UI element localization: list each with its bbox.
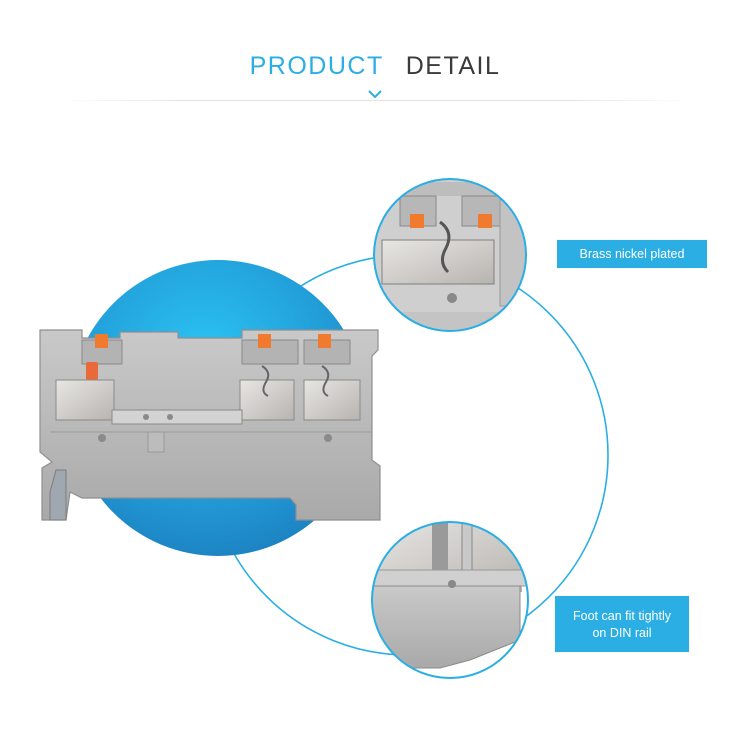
zoom-detail-contacts bbox=[373, 178, 527, 332]
callout-brass-plating: Brass nickel plated bbox=[557, 240, 707, 268]
callout-text: Brass nickel plated bbox=[579, 247, 685, 261]
callout-text-line-1: Foot can fit tightly bbox=[573, 609, 671, 623]
section-header: PRODUCT DETAIL bbox=[0, 0, 750, 110]
terminal-block bbox=[39, 329, 381, 521]
callout-text-line-2: on DIN rail bbox=[592, 626, 652, 640]
title-word-product: PRODUCT bbox=[249, 52, 384, 80]
title-divider bbox=[55, 100, 695, 101]
zoom-detail-foot bbox=[371, 521, 529, 679]
title-word-detail: DETAIL bbox=[405, 52, 501, 80]
callout-din-rail-foot: Foot can fit tightly on DIN rail bbox=[555, 596, 689, 652]
page-title: PRODUCT DETAIL bbox=[0, 52, 750, 81]
chevron-down-icon bbox=[368, 90, 382, 99]
